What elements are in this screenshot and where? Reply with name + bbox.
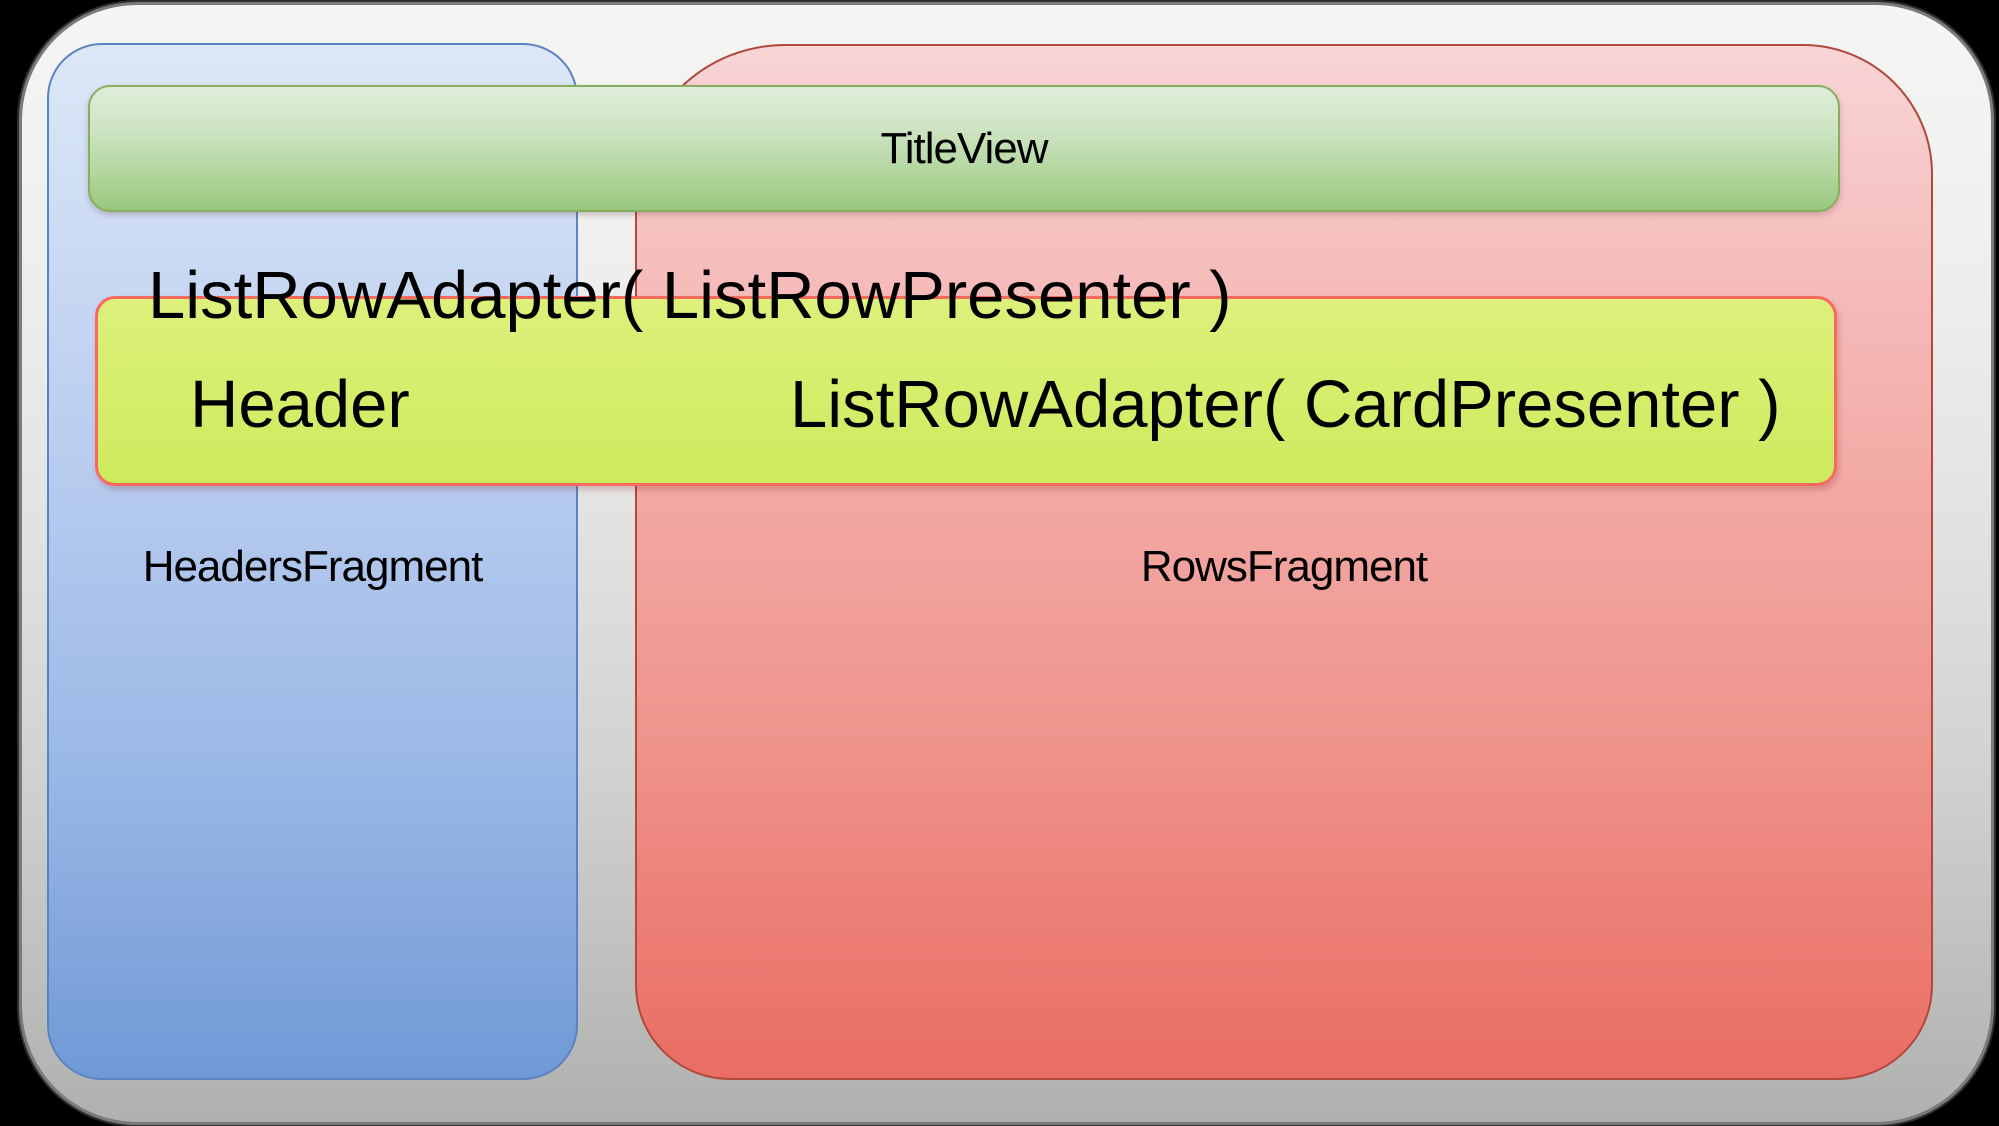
title-view-label: TitleView [880,123,1048,173]
adapter-row-box: Header ListRowAdapter( CardPresenter ) [95,296,1837,486]
rows-fragment-box: RowsFragment [635,44,1933,1080]
headers-fragment-label: HeadersFragment [142,542,484,591]
title-view-bar: TitleView [88,85,1840,212]
header-cell-label: Header [190,367,410,442]
outer-panel: HeadersFragment RowsFragment TitleView H… [22,5,1991,1122]
rows-fragment-label: RowsFragment [1140,542,1428,591]
card-presenter-adapter-label: ListRowAdapter( CardPresenter ) [790,367,1781,442]
headers-fragment-box: HeadersFragment [47,43,578,1080]
listrow-presenter-adapter-label: ListRowAdapter( ListRowPresenter ) [148,258,1232,333]
